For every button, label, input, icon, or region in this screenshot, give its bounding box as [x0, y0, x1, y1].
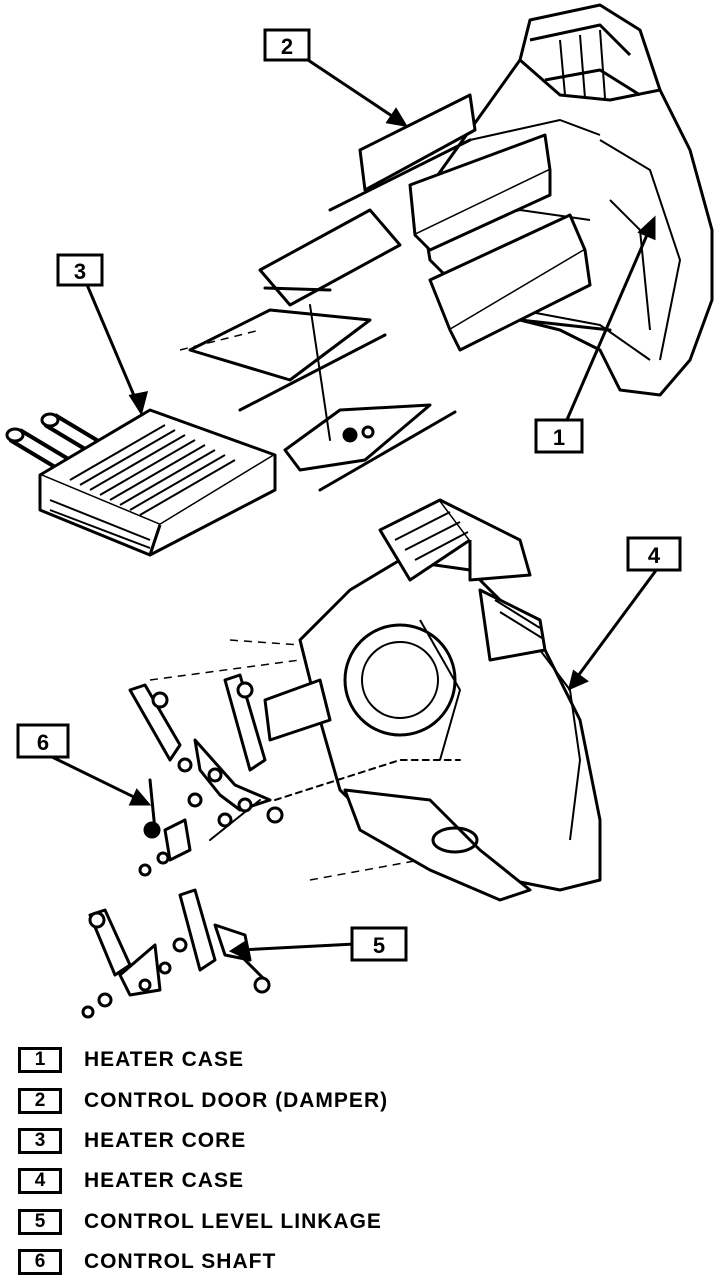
legend-item: 4 HEATER CASE: [18, 1161, 708, 1201]
legend-label: CONTROL DOOR (DAMPER): [84, 1088, 389, 1112]
exploded-heater-diagram: 2 3 1 4 6 5: [5, 3, 714, 1019]
callout-3: 3: [56, 253, 104, 287]
legend-number: 4: [18, 1168, 62, 1195]
callout-leaders: [47, 56, 662, 961]
legend-label: HEATER CORE: [84, 1128, 247, 1152]
callout-1: 1: [534, 418, 584, 454]
legend-number: 1: [18, 1047, 62, 1074]
legend-item: 2 CONTROL DOOR (DAMPER): [18, 1080, 708, 1120]
svg-text:2: 2: [281, 34, 293, 59]
assembly-guide-lines: [149, 329, 421, 881]
legend-item: 5 CONTROL LEVEL LINKAGE: [18, 1202, 708, 1242]
legend-label: HEATER CASE: [84, 1048, 244, 1072]
svg-text:1: 1: [553, 425, 565, 450]
legend-number: 2: [18, 1087, 62, 1114]
legend-item: 3 HEATER CORE: [18, 1121, 708, 1161]
legend-item: 6 CONTROL SHAFT: [18, 1242, 708, 1282]
legend-label: HEATER CASE: [84, 1169, 244, 1193]
callout-6: 6: [16, 723, 70, 759]
legend-number: 5: [18, 1208, 62, 1235]
legend-number: 3: [18, 1127, 62, 1154]
svg-text:4: 4: [648, 543, 661, 568]
legend-label: CONTROL SHAFT: [84, 1250, 277, 1274]
control-level-linkage: [81, 888, 271, 1019]
legend-item: 1 HEATER CASE: [18, 1040, 708, 1080]
heater-case-lower: [263, 498, 602, 902]
callout-2: 2: [263, 28, 311, 62]
parts-legend: 1 HEATER CASE 2 CONTROL DOOR (DAMPER) 3 …: [18, 1040, 708, 1282]
legend-label: CONTROL LEVEL LINKAGE: [84, 1209, 382, 1233]
control-doors: [188, 93, 592, 472]
damper-shafts: [238, 138, 612, 492]
control-shaft-levers: [128, 673, 461, 877]
heater-core: [5, 408, 277, 557]
legend-number: 6: [18, 1249, 62, 1276]
svg-text:6: 6: [37, 730, 49, 755]
svg-text:3: 3: [74, 259, 86, 284]
svg-text:5: 5: [373, 933, 385, 958]
callout-4: 4: [626, 536, 682, 572]
callout-5: 5: [350, 926, 408, 962]
